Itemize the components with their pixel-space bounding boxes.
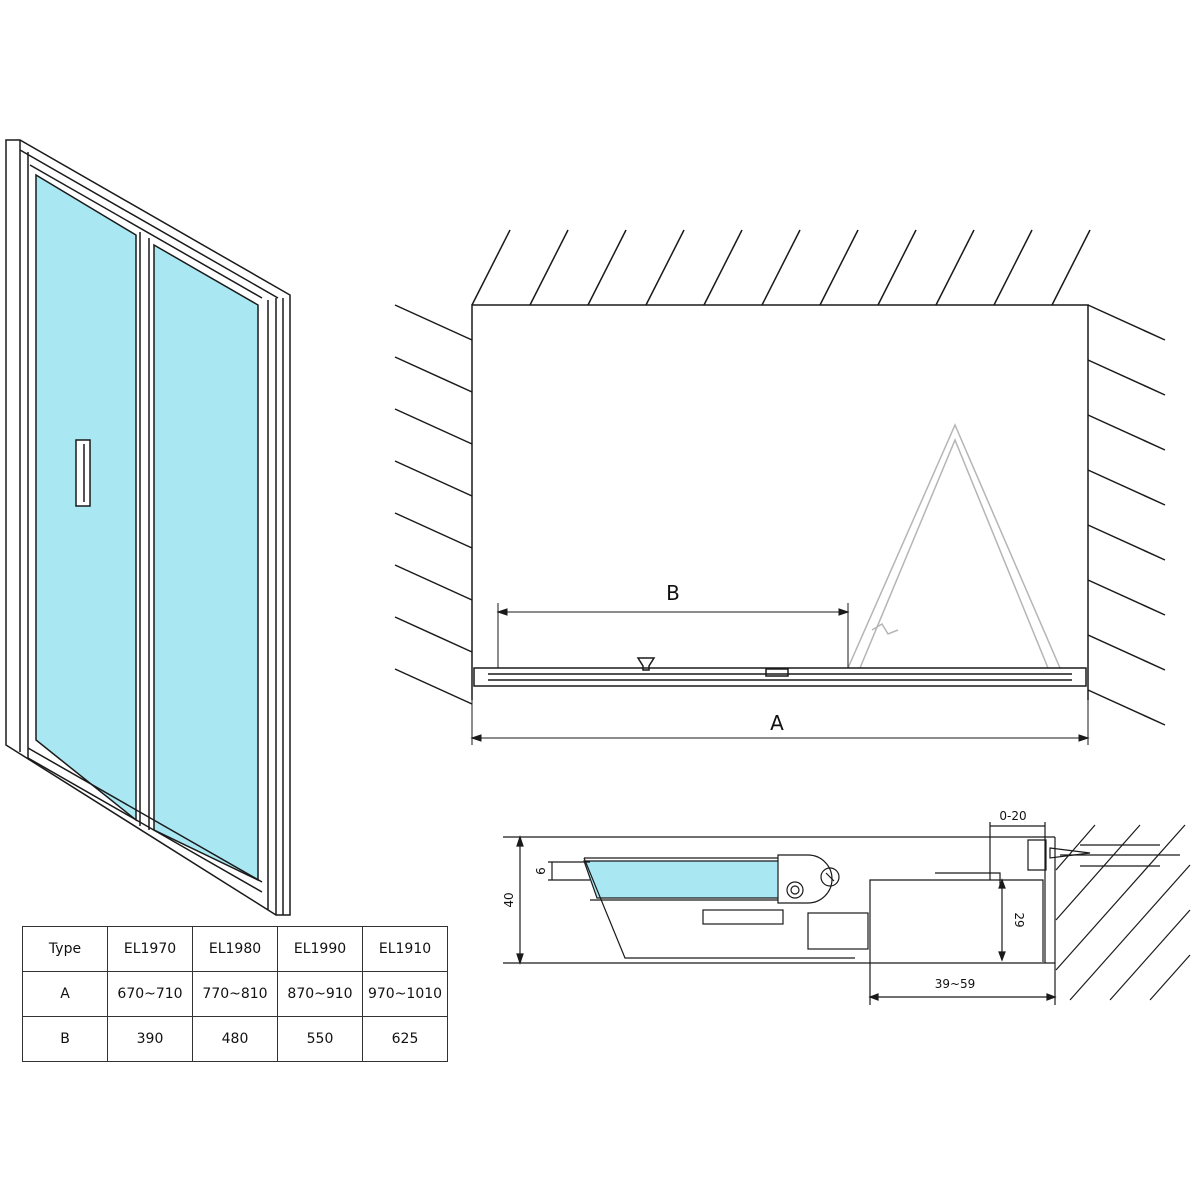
wall-hatching-right <box>1087 304 1166 726</box>
table-cell: 480 <box>192 1016 278 1062</box>
dim-glass-label: 6 <box>534 867 548 875</box>
dim-gap-label: 0-20 <box>999 809 1026 823</box>
plan-view <box>394 229 1166 745</box>
dim-height-label: 40 <box>502 892 516 907</box>
table-row: B 390 480 550 625 <box>22 1016 448 1062</box>
table-cell: 970~1010 <box>362 971 448 1017</box>
glass-panel-right <box>153 243 259 882</box>
profile-detail <box>503 822 1191 1005</box>
table-cell: 625 <box>362 1016 448 1062</box>
door-track <box>473 657 1087 687</box>
table-cell: 390 <box>107 1016 193 1062</box>
spec-table: Type EL1970 EL1980 EL1990 EL1910 A 670~7… <box>22 926 448 1062</box>
table-row: A 670~710 770~810 870~910 970~1010 <box>22 971 448 1017</box>
dim-profile-label: 29 <box>1012 912 1026 927</box>
wall-hatching-detail <box>1055 824 1191 1001</box>
table-cell: 770~810 <box>192 971 278 1017</box>
hinge-block <box>777 854 833 904</box>
glass-section <box>583 860 785 899</box>
dimension-a <box>470 700 1090 745</box>
table-cell: EL1980 <box>192 926 278 972</box>
dim-b-label: B <box>666 581 680 605</box>
table-cell: EL1910 <box>362 926 448 972</box>
table-cell: 550 <box>277 1016 363 1062</box>
door-handle <box>75 439 91 507</box>
table-cell: EL1990 <box>277 926 363 972</box>
table-header-row: Type EL1970 EL1980 EL1990 EL1910 <box>22 926 448 972</box>
dimension-b <box>496 603 850 668</box>
folded-door-outline <box>847 423 1061 669</box>
table-cell: 670~710 <box>107 971 193 1017</box>
door-isometric <box>5 139 291 916</box>
table-cell: 870~910 <box>277 971 363 1017</box>
table-cell: EL1970 <box>107 926 193 972</box>
dim-adjust-label: 39~59 <box>935 977 976 991</box>
table-cell: A <box>22 971 108 1017</box>
wall-hatching-left <box>394 304 473 705</box>
table-cell: Type <box>22 926 108 972</box>
table-cell: B <box>22 1016 108 1062</box>
dim-a-label: A <box>770 711 784 735</box>
wall-hatching-top <box>471 229 1091 306</box>
